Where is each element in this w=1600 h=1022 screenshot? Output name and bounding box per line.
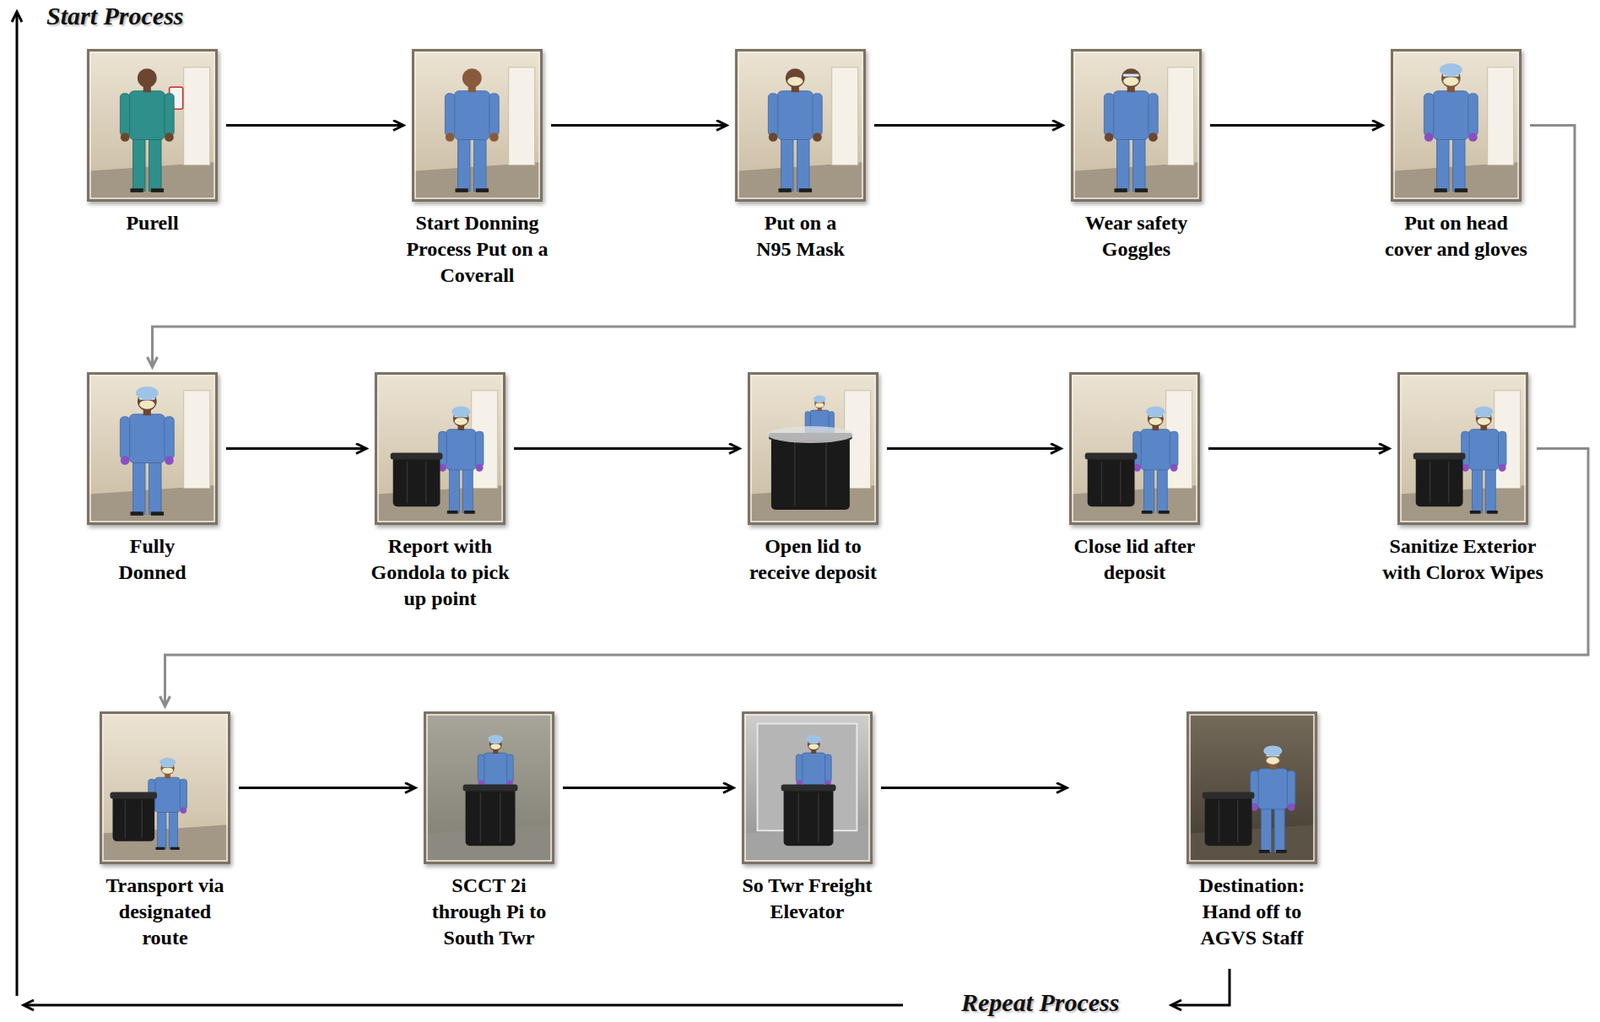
flow-arrow bbox=[1208, 447, 1390, 450]
photo-step: Purell bbox=[86, 48, 218, 202]
worker-figure bbox=[444, 68, 499, 193]
worker-figure bbox=[119, 386, 174, 516]
step-photo bbox=[735, 48, 866, 202]
photo-step: So Twr Freight Elevator bbox=[741, 711, 873, 865]
photo-step: Close lid after deposit bbox=[1069, 372, 1200, 525]
step-photo bbox=[1390, 48, 1522, 202]
photo-step: Put on a N95 Mask bbox=[735, 48, 866, 202]
worker-figure bbox=[438, 405, 484, 514]
step-caption: So Twr Freight Elevator bbox=[732, 872, 883, 925]
process-label: Repeat Process bbox=[958, 988, 1122, 1017]
step-caption: Put on head cover and gloves bbox=[1382, 210, 1531, 263]
worker-figure bbox=[119, 68, 174, 193]
process-label: Start Process bbox=[43, 1, 187, 31]
photo-step: Put on head cover and gloves bbox=[1390, 48, 1522, 202]
worker-figure bbox=[1461, 405, 1507, 514]
flow-arrow bbox=[886, 447, 1061, 450]
step-caption: Wear safety Goggles bbox=[1073, 210, 1200, 263]
step-caption: Purell bbox=[68, 210, 238, 237]
gondola-bin bbox=[110, 792, 158, 842]
flow-arrow bbox=[562, 786, 734, 790]
return-line bbox=[23, 1004, 903, 1007]
step-photo bbox=[1186, 711, 1318, 865]
step-photo bbox=[86, 372, 218, 525]
repeat-loop bbox=[16, 11, 1230, 1006]
step-caption: Open lid to receive deposit bbox=[742, 533, 885, 586]
worker-figure bbox=[1423, 63, 1478, 193]
flow-arrow bbox=[226, 124, 404, 127]
step-caption: Destination: Hand off to AGVS Staff bbox=[1187, 872, 1318, 952]
worker-figure bbox=[1250, 745, 1296, 853]
gondola-bin bbox=[1202, 792, 1255, 847]
step-photo bbox=[374, 372, 506, 525]
step-photo bbox=[86, 48, 218, 202]
photo-step: SCCT 2i through Pi to South Twr bbox=[423, 711, 555, 865]
photo-step: Sanitize Exterior with Clorox Wipes bbox=[1397, 372, 1529, 525]
photo-step: Open lid to receive deposit bbox=[747, 372, 879, 525]
flow-arrow bbox=[881, 786, 1067, 790]
step-photo bbox=[1069, 372, 1200, 525]
worker-figure bbox=[1103, 68, 1158, 193]
photo-step: Transport via designated route bbox=[99, 711, 231, 865]
step-caption: Fully Donned bbox=[108, 533, 197, 586]
step-caption: Put on a N95 Mask bbox=[751, 210, 851, 263]
photo-step: Wear safety Goggles bbox=[1070, 48, 1202, 202]
gondola-bin bbox=[390, 453, 444, 508]
step-caption: SCCT 2i through Pi to South Twr bbox=[424, 872, 555, 952]
gondola-bin bbox=[463, 784, 519, 847]
gondola-bin bbox=[1413, 453, 1466, 508]
step-caption: Start Donning Process Put on a Coverall bbox=[397, 210, 558, 289]
step-caption: Sanitize Exterior with Clorox Wipes bbox=[1378, 533, 1549, 586]
photo-step: Start Donning Process Put on a Coverall bbox=[411, 48, 543, 202]
worker-figure bbox=[1133, 405, 1179, 514]
flow-arrow bbox=[238, 786, 416, 790]
worker-figure bbox=[767, 68, 822, 193]
step-photo bbox=[411, 48, 543, 202]
step-photo bbox=[1070, 48, 1202, 202]
step-photo bbox=[747, 372, 879, 525]
return-line bbox=[16, 11, 19, 996]
gondola-bin bbox=[781, 784, 837, 847]
photo-step: Report with Gondola to pick up point bbox=[374, 372, 506, 525]
flow-arrow bbox=[226, 447, 367, 450]
step-photo bbox=[99, 711, 231, 865]
flow-arrow bbox=[874, 124, 1063, 127]
gondola-bin bbox=[1085, 453, 1138, 508]
step-caption: Transport via designated route bbox=[100, 872, 231, 952]
step-photo bbox=[423, 711, 555, 865]
photo-step: Fully Donned bbox=[86, 372, 218, 525]
step-caption: Report with Gondola to pick up point bbox=[367, 533, 514, 612]
flow-arrow bbox=[513, 447, 740, 450]
step-photo bbox=[741, 711, 873, 865]
step-photo bbox=[1397, 372, 1529, 525]
flow-arrow bbox=[551, 124, 727, 127]
gondola-bin bbox=[767, 426, 854, 510]
photo-step: Destination: Hand off to AGVS Staff bbox=[1186, 711, 1318, 865]
flow-arrow bbox=[1210, 124, 1383, 127]
step-caption: Close lid after deposit bbox=[1064, 533, 1206, 586]
repeat-arrow bbox=[1171, 968, 1230, 1006]
